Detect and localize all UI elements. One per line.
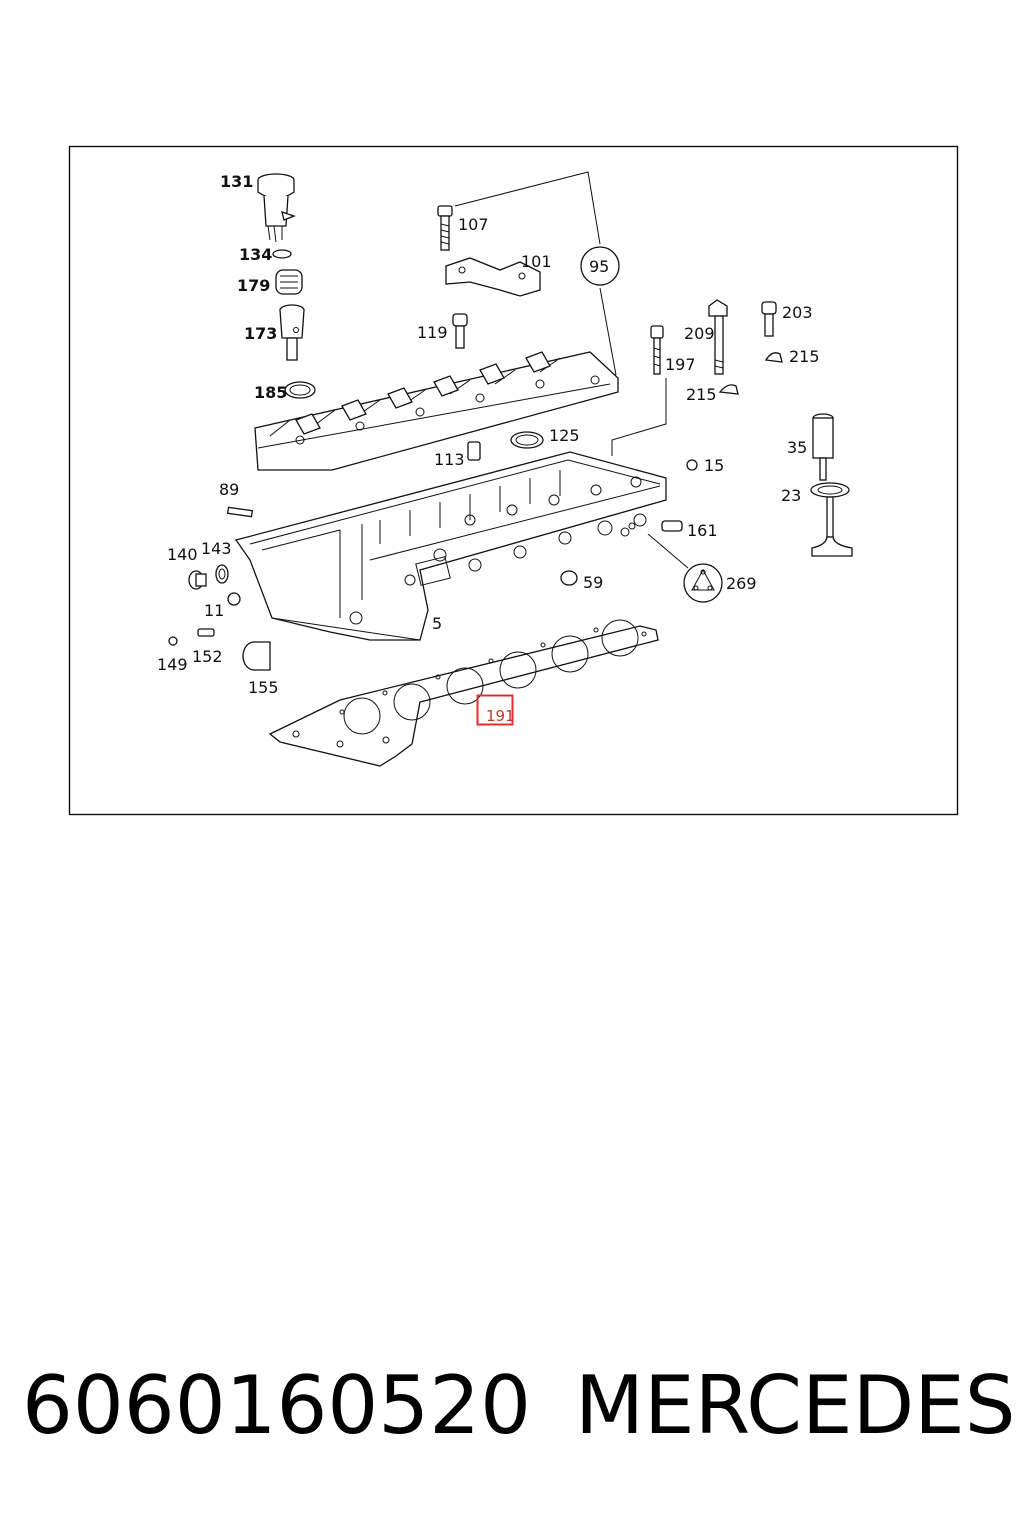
callout-179: 179 <box>237 276 270 295</box>
seal-ring-125 <box>510 431 544 449</box>
callout-191: 191 <box>486 707 515 725</box>
callout-59: 59 <box>583 573 603 592</box>
callout-152: 152 <box>192 647 223 666</box>
bolt-107 <box>437 205 453 251</box>
o-ring-185 <box>284 381 316 399</box>
callout-101: 101 <box>521 252 552 271</box>
plug-140 <box>188 570 207 590</box>
pin-161 <box>661 520 683 532</box>
callout-5: 5 <box>432 614 442 633</box>
bolt-119 <box>452 313 468 349</box>
plug-59 <box>560 570 578 586</box>
ball-149 <box>168 636 178 646</box>
cotter-215-bottom <box>718 384 739 395</box>
callout-134: 134 <box>239 245 272 264</box>
leader-269 <box>647 533 689 569</box>
highlighted-part-191[interactable]: 191 <box>476 694 515 726</box>
head-gasket-191 <box>268 619 659 767</box>
callout-125: 125 <box>549 426 580 445</box>
callout-circle-95 <box>580 246 620 286</box>
callout-119: 119 <box>417 323 448 342</box>
leader-95-top <box>454 171 601 245</box>
washer-15 <box>686 459 698 471</box>
callout-215-bottom: 215 <box>686 385 717 404</box>
filler-neck-131 <box>257 173 296 243</box>
leader-197 <box>611 378 667 456</box>
leader-95-bottom <box>599 287 617 376</box>
callout-113: 113 <box>434 450 465 469</box>
callout-131: 131 <box>220 172 253 191</box>
sleeve-113 <box>467 441 481 461</box>
bolt-197 <box>650 325 664 375</box>
stud-89 <box>226 506 254 518</box>
bolt-203 <box>761 301 777 337</box>
diagram-frame <box>68 145 959 816</box>
pin-152 <box>197 628 215 637</box>
seal-ring-134 <box>272 249 292 259</box>
callout-140: 140 <box>167 545 198 564</box>
brand-name: MERCEDES <box>575 1359 1016 1452</box>
part-number: 6060160520 <box>22 1359 531 1452</box>
ball-11 <box>227 592 241 606</box>
callout-149: 149 <box>157 655 188 674</box>
callout-23: 23 <box>781 486 801 505</box>
callout-155: 155 <box>248 678 279 697</box>
callout-89: 89 <box>219 480 239 499</box>
callout-209: 209 <box>684 324 715 343</box>
tappet-35 <box>812 413 834 481</box>
callout-107: 107 <box>458 215 489 234</box>
callout-215-top: 215 <box>789 347 820 366</box>
seal-143 <box>215 564 229 584</box>
bushing-179 <box>275 269 303 295</box>
sleeve-155 <box>242 641 271 671</box>
callout-161: 161 <box>687 521 718 540</box>
valve-23 <box>810 482 853 557</box>
cover-269 <box>683 563 723 603</box>
highlight-box <box>476 694 514 726</box>
callout-185: 185 <box>254 383 287 402</box>
bolt-209 <box>708 299 728 375</box>
bearing-cap-101 <box>445 257 541 297</box>
cylinder-head-5 <box>234 451 667 641</box>
callout-35: 35 <box>787 438 807 457</box>
callout-95: 95 <box>589 257 609 276</box>
callout-197: 197 <box>665 355 696 374</box>
callout-15: 15 <box>704 456 724 475</box>
valve-173 <box>279 304 305 361</box>
callout-203: 203 <box>782 303 813 322</box>
cotter-215-top <box>764 352 783 363</box>
callout-173: 173 <box>244 324 277 343</box>
callout-143: 143 <box>201 539 232 558</box>
callout-11: 11 <box>204 601 224 620</box>
callout-269: 269 <box>726 574 757 593</box>
camshaft-carrier <box>254 351 619 471</box>
